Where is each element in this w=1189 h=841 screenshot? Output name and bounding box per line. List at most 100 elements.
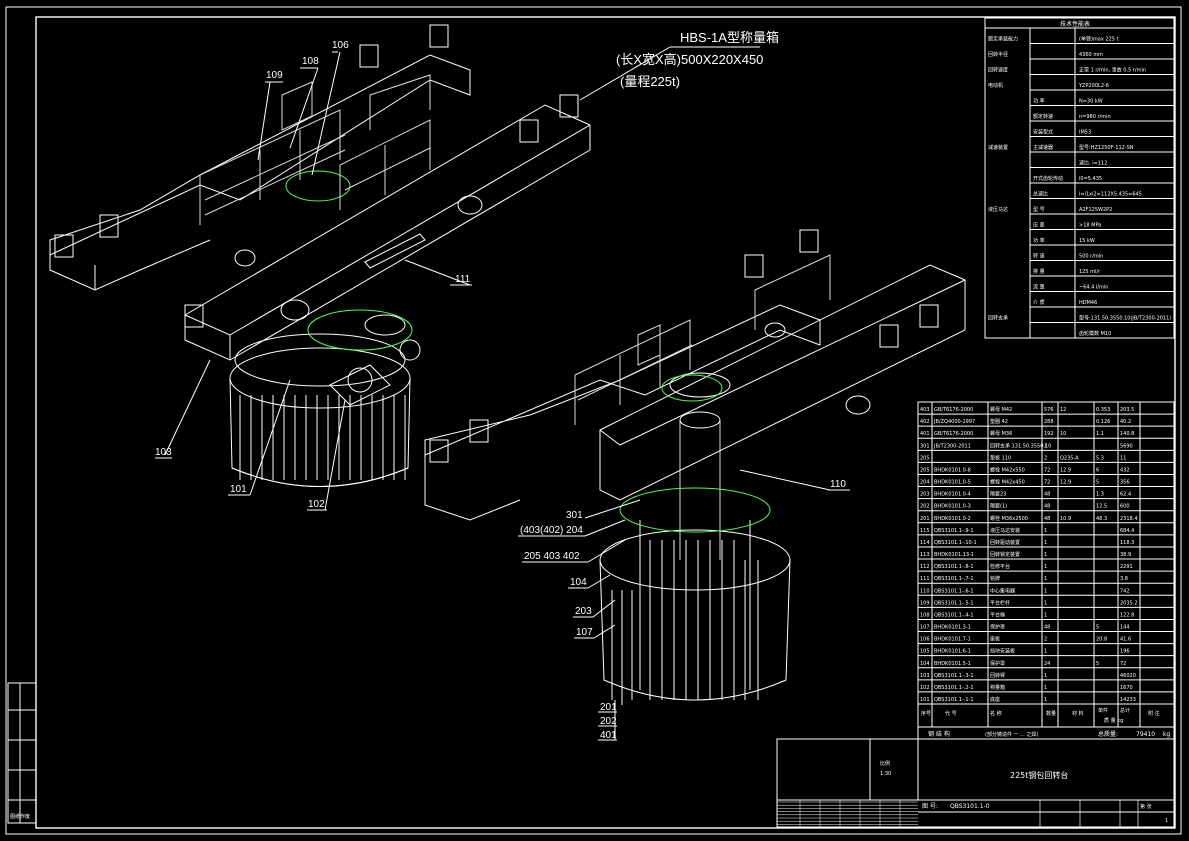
part-name: 底座 [990,696,1000,703]
callout-101: 101 [230,484,247,495]
part-name: 平台梯 [990,611,1005,618]
tech-row-value: YZP200L2-6 [1078,83,1109,89]
tech-row-value: 型号:HZ1250F-112-SN [1079,144,1134,151]
tech-row-group: 回转支承 [988,315,1008,322]
part-no: 402 [920,419,930,425]
tech-row-item: 开式齿轮传动 [1033,175,1063,182]
part-no: 104 [920,661,930,667]
right-arm-beam [424,229,966,521]
part-qty: 48 [1044,492,1050,498]
part-total-weight: 11 [1120,455,1126,461]
part-total-weight: 5690 [1120,443,1133,449]
tech-row-value: 15 kW [1079,238,1095,244]
tech-row-item: 流 量 [1033,284,1045,291]
right-assembly-drawing [424,229,966,705]
part-material: 12.9 [1060,480,1071,486]
left-callouts: 106 108 109 111 103 101 102 [155,40,472,511]
part-name: 挡块安装板 [990,648,1015,655]
caption-title: HBS-1A型称量箱 [680,30,779,45]
part-total-weight: 1670 [1120,685,1133,691]
tech-row-item: 安装型式 [1033,129,1053,136]
part-qty: 576 [1044,407,1054,413]
tech-row-item: 额定转速 [1033,113,1053,120]
callout-109: 109 [266,70,283,81]
callout-403-402-204: (403(402) 204 [520,525,583,536]
part-no: 106 [920,637,930,643]
part-qty: 1 [1044,552,1047,558]
part-qty: 72 [1044,480,1050,486]
weighing-box-caption: HBS-1A型称量箱 (长X宽X高)500X220X450 (量程225t) [579,30,779,101]
callout-104: 104 [570,577,587,588]
part-total-weight: 356 [1120,480,1130,486]
part-unit-weight: 0.126 [1096,419,1110,425]
part-qty: 288 [1044,419,1054,425]
part-code: BHDK0101.3-1 [934,625,971,631]
part-name: 回转臂 [990,672,1005,679]
part-qty: 1 [1044,673,1047,679]
part-name: 保护罩 [990,660,1005,667]
drawing-no: QBS3101.1-0 [950,803,990,810]
part-name: 液压马达安装 [990,527,1020,534]
margin-stamp: 图纸作废 [7,682,37,824]
tech-row-group: 减速装置 [988,144,1008,151]
part-material: 10 [1060,431,1066,437]
part-name: 螺母 M42 [990,406,1012,413]
tech-row-value: (单臂)max 225 t [1079,36,1119,43]
part-code: QBS3101.1-.9-1 [934,528,974,534]
hdr-name: 名 称 [990,710,1002,717]
part-total-weight: 432 [1120,467,1130,473]
part-code: BHDK0101.6-1 [934,649,971,655]
hdr-weight: 质 量 kg [1104,717,1123,724]
part-code: BHDK0101.5-1 [934,661,971,667]
end-block [519,119,539,143]
end-block [429,439,449,463]
part-total-weight: 600 [1120,504,1130,510]
sheet-page: 1 [1165,818,1168,824]
callout-205-403-402: 205 403 402 [524,551,580,562]
part-no: 203 [920,492,930,498]
end-block [919,304,939,328]
tech-row-item: 介 质 [1033,299,1045,306]
part-unit-weight: 0.353 [1096,407,1110,413]
left-column [229,309,413,487]
footer-left: 钢 结 构 [928,730,950,738]
hdr-unit: 单件 [1098,707,1108,714]
part-material: 12.9 [1060,467,1071,473]
end-block [99,214,119,238]
tech-row-item: 排 量 [1033,268,1045,275]
part-total-weight: 3.8 [1120,576,1128,582]
right-bolts [611,560,759,705]
part-total-weight: 2291 [1120,564,1133,570]
part-name: 螺母 M36 [990,430,1012,437]
part-name: 中心集电器 [990,587,1015,594]
part-total-weight: 72 [1120,661,1126,667]
part-name: 座板 [990,636,1000,643]
inner-frame [35,16,1176,829]
part-total-weight: 122.8 [1120,612,1134,618]
tech-row-value: 正常 1 r/min, 事故 0.5 r/min [1079,67,1146,74]
part-qty: 48 [1044,504,1050,510]
callout-107: 107 [576,627,593,638]
part-no: 113 [920,552,930,558]
part-qty: 48 [1044,516,1050,522]
end-block [469,419,489,443]
caption-dims: (长X宽X高)500X220X450 [616,52,763,67]
part-code: BHDK0101.0-8 [934,467,971,473]
part-no: 115 [920,528,930,534]
part-no: 112 [920,564,930,570]
parts-header: 序号 代 号 名 称 数量 材 料 单件 总计 质 量 kg 附 注 [921,707,1160,724]
part-no: 114 [920,540,930,546]
part-code: JB/ZQ4000-1997 [933,419,975,425]
hdr-seq: 序号 [921,710,931,717]
hdr-qty: 数量 [1046,710,1056,717]
callout-102: 102 [308,499,325,510]
part-qty: 1 [1044,685,1047,691]
tech-row-group: 额定承载能力 [988,36,1018,43]
part-total-weight: 742 [1120,588,1130,594]
part-code: BHDK0101.0-4 [934,492,971,498]
scale-label: 比例 [880,760,890,767]
part-name: 称量箱 [990,684,1005,691]
tech-row-item: 功 率 [1033,98,1045,105]
callout-202: 202 [600,716,617,727]
scale-value: 1:30 [880,771,891,777]
